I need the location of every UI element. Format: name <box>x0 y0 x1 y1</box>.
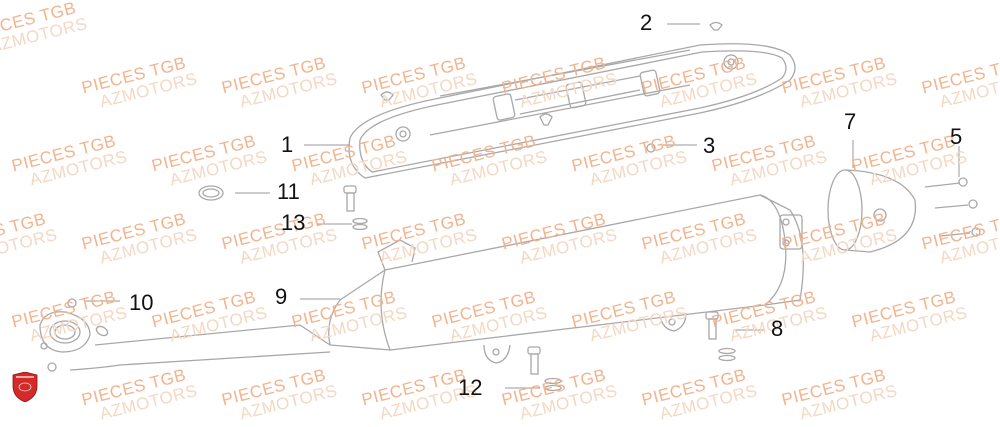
azmotors-shield-logo-icon <box>12 372 38 402</box>
callout-3: 3 <box>703 133 716 158</box>
exhaust-pipe-part <box>39 298 331 372</box>
callout-9: 9 <box>275 284 288 309</box>
exhaust-drawing <box>39 21 981 392</box>
muffler-body-part <box>328 194 804 364</box>
callout-5: 5 <box>950 124 963 149</box>
callout-7: 7 <box>844 109 857 134</box>
bolt-part-8 <box>705 311 736 362</box>
callout-12: 12 <box>458 375 483 400</box>
callout-10: 10 <box>129 290 154 315</box>
bolt-part-12 <box>527 346 562 392</box>
callout-8: 8 <box>771 316 784 341</box>
callout-2: 2 <box>640 10 653 35</box>
bolt-part-13 <box>343 185 368 231</box>
end-cap-part-7 <box>827 169 917 253</box>
heat-shield-part <box>348 43 796 179</box>
callout-1: 1 <box>281 132 294 157</box>
callout-13: 13 <box>281 210 306 235</box>
gasket-ring-part-11 <box>198 185 224 201</box>
screws-part-5 <box>924 177 981 237</box>
leader-lines <box>85 23 960 389</box>
clip-part-2 <box>709 21 723 31</box>
nut-part-3 <box>646 143 656 153</box>
callout-11: 11 <box>277 179 300 204</box>
